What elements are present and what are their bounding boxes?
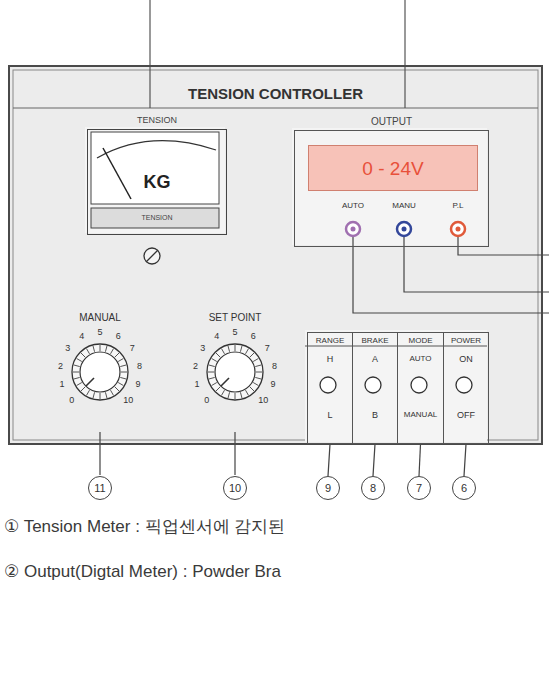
node-text: 11	[89, 482, 111, 495]
part-label: 2	[193, 361, 198, 371]
part-label: 7	[265, 343, 270, 353]
node-text: H	[308, 354, 352, 364]
node-text: POWER	[444, 336, 488, 345]
note-text: ① Tension Meter : 픽업센서에 감지된	[4, 517, 285, 537]
node-text: 0 - 24V	[309, 158, 477, 180]
callout-number: 6	[452, 476, 476, 500]
node-text: RANGE	[308, 336, 352, 345]
leader-line	[373, 444, 375, 476]
node-text: A	[353, 354, 397, 364]
leader-line	[328, 444, 330, 476]
callout-number: 8	[361, 476, 385, 500]
brake-switch: BRAKE A B	[352, 332, 398, 444]
callout-number: 7	[407, 476, 431, 500]
callout-number: 9	[316, 476, 340, 500]
part-label: 2	[58, 361, 63, 371]
leader-line	[419, 444, 421, 476]
node-text: 9	[317, 482, 339, 495]
part-label: 0	[204, 395, 209, 405]
part-label: 3	[200, 343, 205, 353]
callout-number: 11	[88, 476, 112, 500]
part-label: 6	[251, 331, 256, 341]
part-label: 9	[136, 379, 141, 389]
part-label: 8	[137, 361, 142, 371]
part-label: 0	[69, 395, 74, 405]
part-label: P.L	[453, 201, 464, 210]
node-text: TENSION	[88, 214, 226, 222]
node-text: AUTO	[398, 354, 443, 363]
part-label: 10	[123, 395, 133, 405]
node-text: TENSION CONTROLLER	[10, 85, 541, 102]
part-label: 3	[65, 343, 70, 353]
part-label: 4	[214, 331, 219, 341]
part-label: 8	[272, 361, 277, 371]
range-switch: RANGE H L	[307, 332, 353, 444]
note-text: ② Output(Digtal Meter) : Powder Bra	[4, 562, 281, 582]
node-text: KG	[88, 172, 226, 193]
node-text: 8	[362, 482, 384, 495]
node-text: TENSION	[88, 115, 226, 125]
node-text: ON	[444, 354, 488, 364]
part-label: 5	[97, 327, 102, 337]
part-label: 1	[194, 379, 199, 389]
digital-display: 0 - 24V	[308, 145, 478, 191]
leader-line	[464, 444, 466, 476]
mode-switch: MODE AUTO MANUAL	[397, 332, 444, 444]
node-text: L	[308, 410, 352, 420]
output-box: OUTPUT0 - 24V	[294, 130, 489, 247]
part-label: MANUAL	[79, 312, 121, 324]
node-text: 6	[453, 482, 475, 495]
part-label: MANU	[392, 201, 416, 210]
tension-meter: TENSIONKGTENSION	[87, 129, 227, 235]
node-text: MODE	[398, 336, 443, 345]
power-switch: POWER ON OFF	[443, 332, 489, 444]
part-label: 7	[130, 343, 135, 353]
node-text: 10	[224, 482, 246, 495]
node-text: B	[353, 410, 397, 420]
callout-number: 10	[223, 476, 247, 500]
part-label: AUTO	[342, 201, 364, 210]
part-label: 5	[232, 327, 237, 337]
node-text: MANUAL	[398, 410, 443, 419]
node-text: BRAKE	[353, 336, 397, 345]
node-text: OFF	[444, 410, 488, 420]
node-text: 7	[408, 482, 430, 495]
part-label: 10	[258, 395, 268, 405]
part-label: 9	[271, 379, 276, 389]
part-label: 1	[59, 379, 64, 389]
node-text: OUTPUT	[295, 116, 488, 128]
part-label: SET POINT	[209, 312, 262, 324]
part-label: 4	[79, 331, 84, 341]
part-label: 6	[116, 331, 121, 341]
